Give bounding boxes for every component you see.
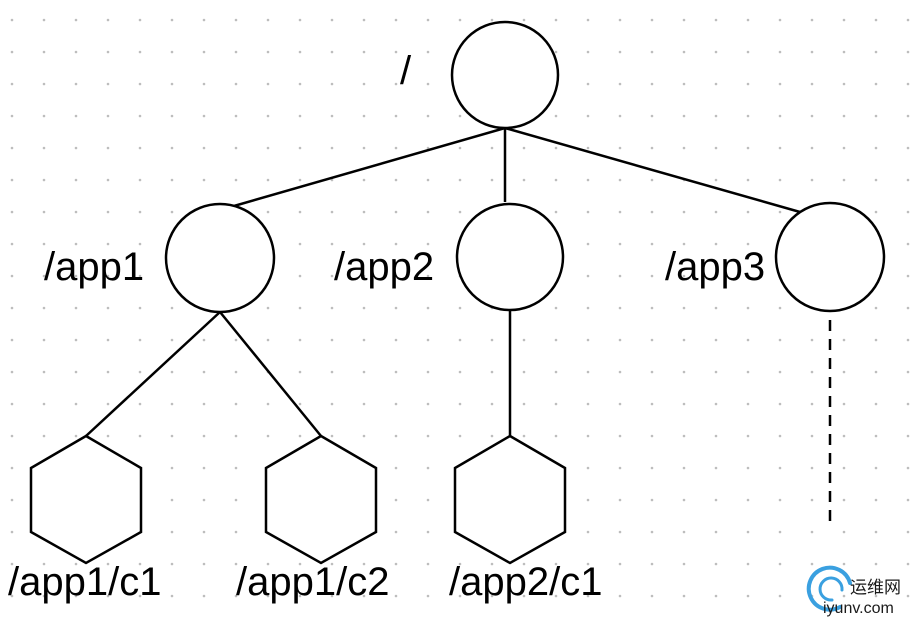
node-app1c2[interactable]: [264, 434, 378, 565]
node-app2c1[interactable]: [453, 434, 567, 565]
watermark-url: iyunv.com: [823, 600, 894, 617]
edge-root-app3: [504, 126, 801, 214]
watermark-text-cn: 运维网: [850, 578, 901, 598]
node-app2[interactable]: [455, 202, 565, 312]
label-app3: /app3: [665, 245, 765, 289]
labels: / /app1 /app2 /app3 /app1/c1 /app1/c2 /a…: [8, 49, 765, 604]
watermark-logo-icon: [806, 565, 852, 612]
edges: [85, 126, 832, 528]
node-app1c1[interactable]: [29, 434, 143, 565]
edge-root-app1: [219, 126, 506, 212]
watermark: 运维网 iyunv.com: [806, 565, 901, 617]
label-app1c1: /app1/c1: [8, 560, 161, 604]
label-app1c2: /app1/c2: [236, 560, 389, 604]
label-app2c1: /app2/c1: [449, 560, 602, 604]
nodes: [29, 20, 886, 565]
node-app1[interactable]: [164, 202, 276, 314]
edge-app1-app1c2: [219, 311, 322, 437]
label-root: /: [400, 49, 412, 93]
label-app2: /app2: [334, 245, 434, 289]
edge-app1-app1c1: [85, 311, 221, 437]
node-root[interactable]: [450, 20, 560, 130]
label-app1: /app1: [44, 245, 144, 289]
watermark-logo-inner-icon: [818, 576, 844, 602]
node-app3[interactable]: [774, 201, 886, 313]
